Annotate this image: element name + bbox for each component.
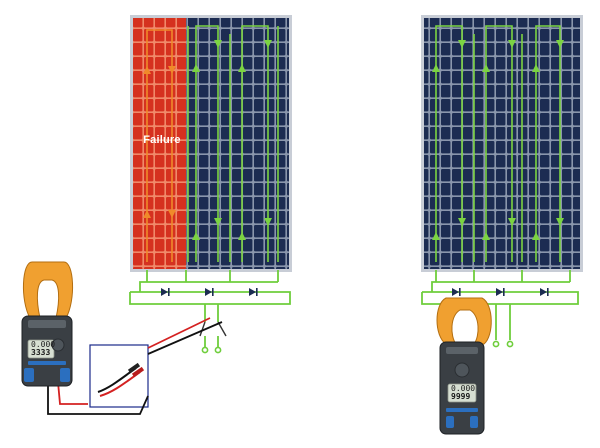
bypass-diode-icon: [540, 288, 549, 296]
left-solar-panel: [130, 15, 292, 272]
clamp-meter-icon: [436, 297, 492, 435]
left-current-arrows: [192, 40, 272, 240]
clamp-meter-icon: [21, 261, 74, 387]
right-solar-panel: [421, 15, 583, 272]
bypass-diode-icon: [249, 288, 258, 296]
right-meter-display-top: 0.000: [451, 384, 476, 393]
switch-icon: [199, 321, 227, 354]
right-current-paths: [435, 25, 561, 262]
failure-arrows: [143, 66, 176, 218]
right-current-arrows: [432, 40, 564, 240]
failed-substring: [133, 18, 186, 269]
right-terminals: [492, 340, 514, 348]
bypass-diode-icon: [496, 288, 505, 296]
test-leads-icon: [97, 362, 145, 397]
failure-current-path: [146, 29, 173, 262]
left-diode-wiring: [129, 270, 291, 348]
measurement-leads: [47, 317, 223, 415]
bypass-diode-icon: [161, 288, 170, 296]
right-bypass-diodes: [452, 288, 549, 296]
test-leads-inset: [89, 344, 149, 408]
failure-label: Failure: [143, 134, 181, 146]
left-current-paths: [187, 25, 279, 262]
right-meter-display-main: 9999: [451, 392, 471, 401]
bypass-diode-icon: [452, 288, 461, 296]
left-meter-display-top: 0.000: [31, 340, 56, 349]
left-meter-display-main: 3333: [31, 348, 51, 357]
bypass-diode-icon: [205, 288, 214, 296]
left-bypass-diodes: [161, 288, 258, 296]
right-diode-wiring: [421, 270, 579, 340]
